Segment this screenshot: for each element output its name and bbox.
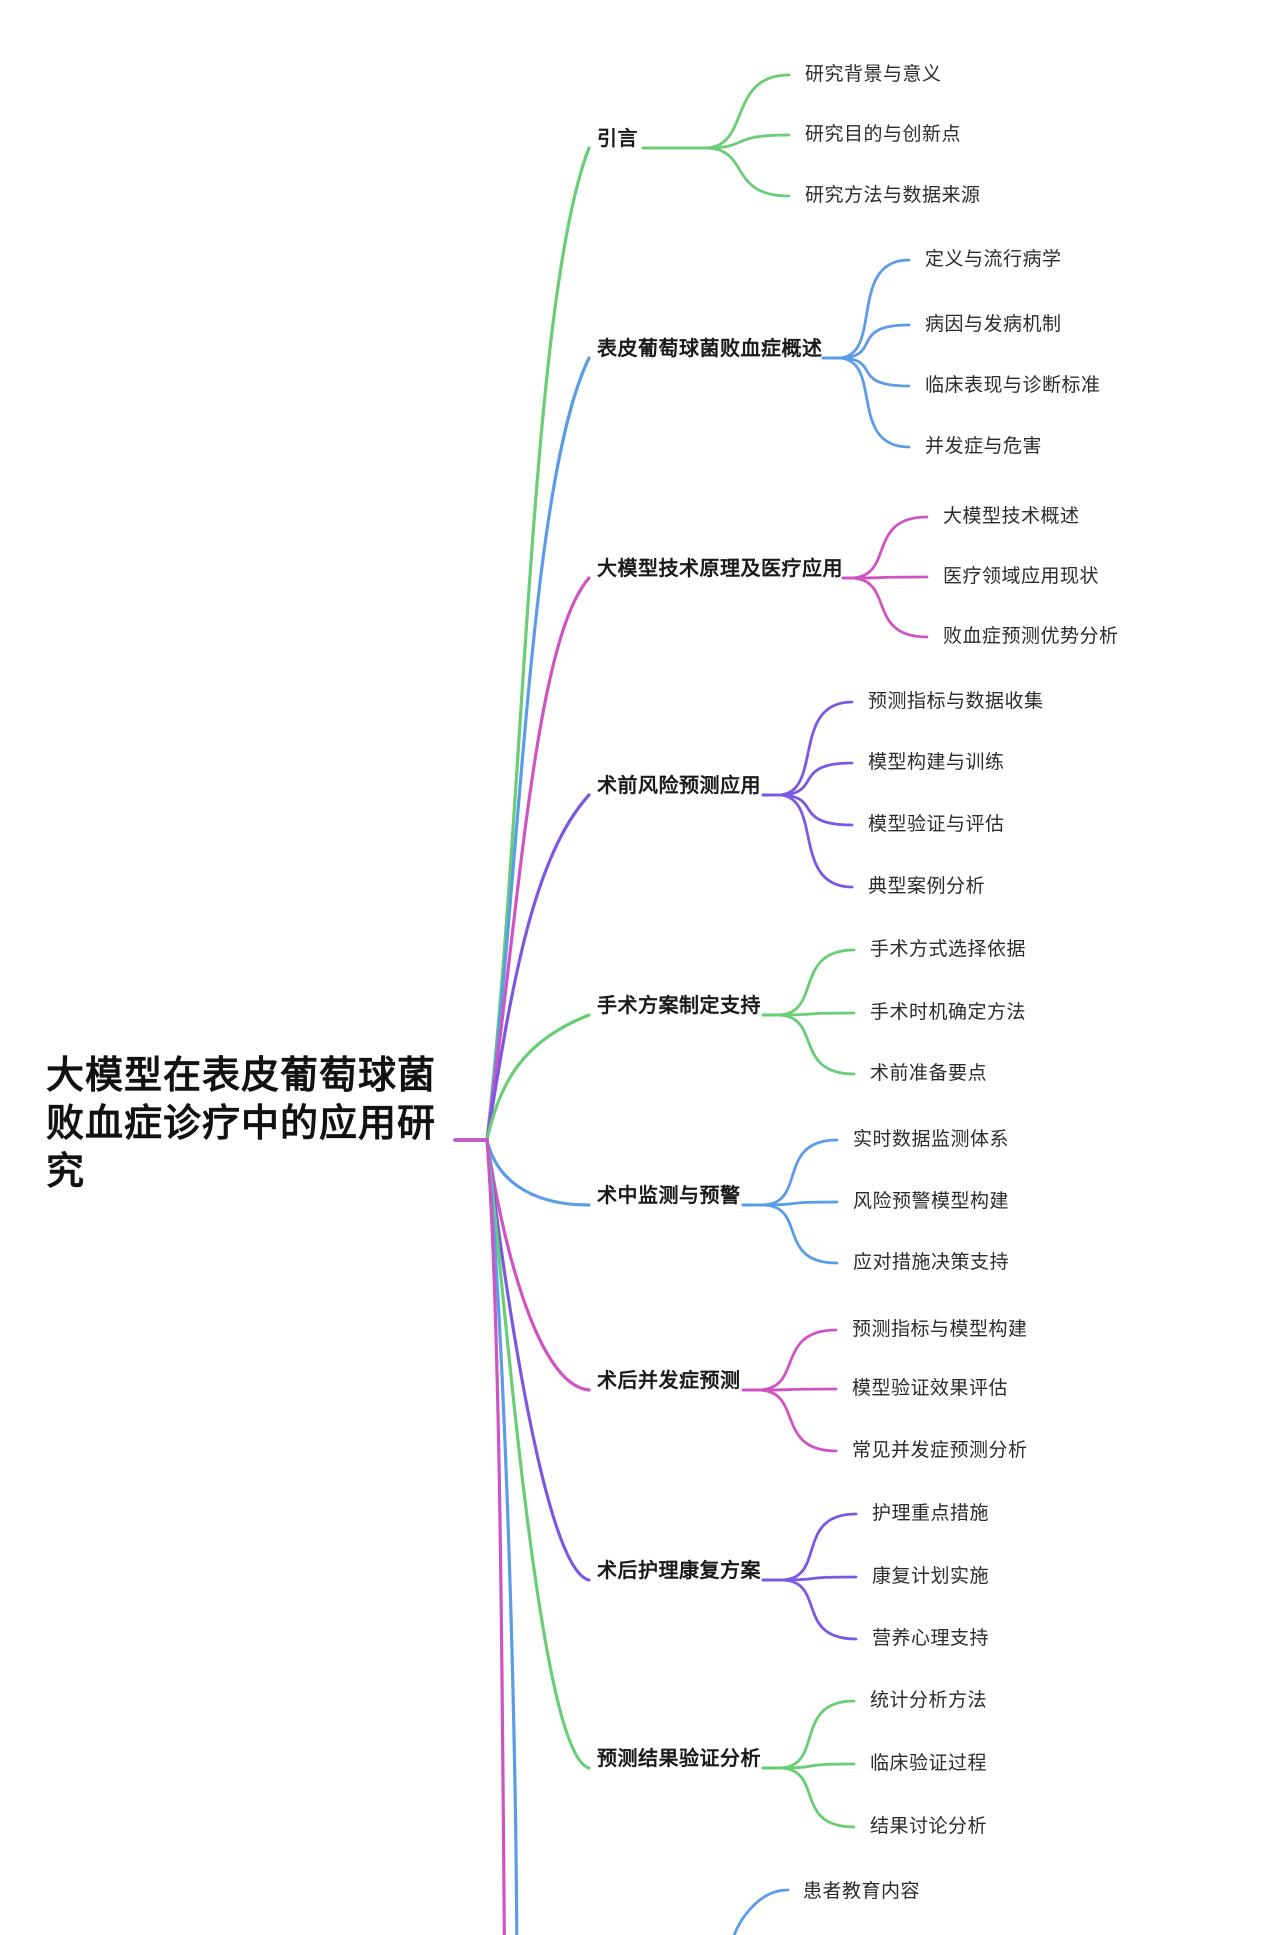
branch-node[interactable]: 术前风险预测应用 <box>597 775 761 797</box>
child-node[interactable]: 医疗领域应用现状 <box>943 566 1100 587</box>
branch-link <box>453 1013 591 1142</box>
child-node[interactable]: 典型案例分析 <box>868 876 986 897</box>
child-node[interactable]: 模型验证与评估 <box>868 814 1005 835</box>
branch-link <box>453 1138 591 1392</box>
child-link <box>777 1766 856 1829</box>
child-link <box>776 793 854 889</box>
child-node[interactable]: 研究目的与创新点 <box>805 124 962 145</box>
child-link <box>756 1328 838 1392</box>
child-node[interactable]: 康复计划实施 <box>872 1566 990 1587</box>
child-node[interactable]: 临床表现与诊断标准 <box>925 375 1101 396</box>
child-node[interactable]: 模型验证效果评估 <box>852 1378 1009 1399</box>
child-node[interactable]: 结果讨论分析 <box>870 1816 988 1837</box>
child-node[interactable]: 并发症与危害 <box>925 436 1043 457</box>
child-link <box>760 1200 839 1207</box>
branch-link <box>453 1138 519 1935</box>
child-link <box>776 700 854 797</box>
child-node[interactable]: 手术方式选择依据 <box>870 939 1027 960</box>
branch-link-clipped <box>453 1138 506 1935</box>
child-node[interactable]: 大模型技术概述 <box>943 506 1080 527</box>
child-link <box>756 1387 838 1392</box>
child-link <box>779 1578 858 1641</box>
child-link <box>779 1512 858 1582</box>
child-node[interactable]: 败血症预测优势分析 <box>943 626 1119 647</box>
child-node[interactable]: 临床验证过程 <box>870 1753 988 1774</box>
child-node[interactable]: 统计分析方法 <box>870 1690 988 1711</box>
branch-node[interactable]: 预测结果验证分析 <box>597 1748 761 1770</box>
child-link <box>703 146 791 198</box>
child-link <box>776 793 854 827</box>
child-link <box>777 1699 856 1770</box>
child-node[interactable]: 研究背景与意义 <box>805 64 942 85</box>
child-link <box>836 258 911 360</box>
child-node[interactable]: 风险预警模型构建 <box>853 1191 1010 1212</box>
branch-node[interactable]: 术中监测与预警 <box>597 1185 741 1207</box>
child-link <box>760 1203 839 1265</box>
child-link <box>756 1388 838 1453</box>
child-link <box>836 356 911 388</box>
child-node[interactable]: 模型构建与训练 <box>868 752 1005 773</box>
branch-node[interactable]: 手术方案制定支持 <box>597 995 761 1017</box>
child-node[interactable]: 定义与流行病学 <box>925 249 1062 270</box>
child-node[interactable]: 常见并发症预测分析 <box>852 1440 1028 1461</box>
branch-link <box>453 1138 591 1582</box>
branch-link <box>453 1138 591 1207</box>
child-link <box>775 1011 856 1017</box>
branch-node[interactable]: 大模型技术原理及医疗应用 <box>597 558 843 580</box>
child-link <box>836 356 911 449</box>
child-node[interactable]: 术前准备要点 <box>870 1063 988 1084</box>
child-node[interactable]: 预测指标与数据收集 <box>868 691 1044 712</box>
branch-link <box>453 576 591 1142</box>
child-link <box>760 1138 839 1207</box>
branch-node[interactable]: 术后护理康复方案 <box>597 1560 761 1582</box>
child-link <box>779 1575 858 1582</box>
child-node[interactable]: 手术时机确定方法 <box>870 1002 1027 1023</box>
child-node[interactable]: 病因与发病机制 <box>925 314 1062 335</box>
child-link <box>703 73 791 150</box>
child-link <box>836 323 911 360</box>
branch-link <box>453 356 591 1142</box>
child-node[interactable]: 患者教育内容 <box>803 1881 921 1902</box>
child-link <box>776 761 854 797</box>
child-node[interactable]: 营养心理支持 <box>872 1628 990 1649</box>
child-link <box>703 133 791 150</box>
branch-link <box>453 1138 591 1770</box>
child-link <box>848 515 929 580</box>
child-link <box>848 576 929 639</box>
child-link <box>775 948 856 1017</box>
child-node[interactable]: 研究方法与数据来源 <box>805 185 981 206</box>
child-node[interactable]: 护理重点措施 <box>872 1503 990 1524</box>
branch-link <box>453 146 591 1142</box>
branch-node[interactable]: 表皮葡萄球菌败血症概述 <box>597 338 823 360</box>
child-link <box>732 1888 790 1935</box>
branch-node[interactable]: 术后并发症预测 <box>597 1370 741 1392</box>
root-node[interactable]: 大模型在表皮葡萄球菌败血症诊疗中的应用研究 <box>46 1055 437 1193</box>
child-node[interactable]: 预测指标与模型构建 <box>852 1319 1028 1340</box>
child-link <box>848 575 929 580</box>
child-node[interactable]: 应对措施决策支持 <box>853 1252 1010 1273</box>
branch-link <box>453 793 591 1142</box>
branch-node[interactable]: 引言 <box>597 128 638 150</box>
child-node[interactable]: 实时数据监测体系 <box>853 1129 1010 1150</box>
child-link <box>777 1762 856 1770</box>
child-link <box>775 1013 856 1076</box>
